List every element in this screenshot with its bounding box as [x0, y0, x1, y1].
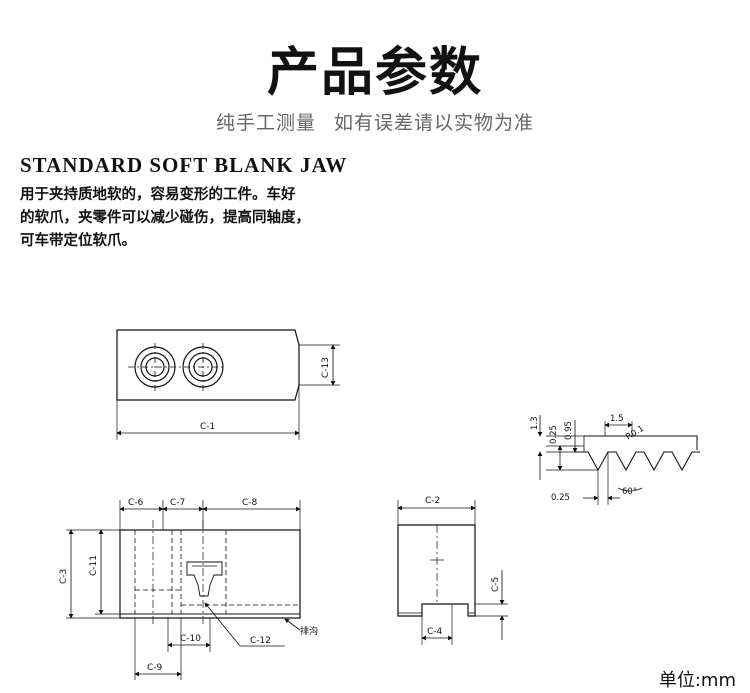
- dim-c11: C-11: [89, 555, 99, 576]
- product-description: 用于夹持质地软的，容易变形的工件。车好 的软爪，夹零件可以减少碰伤，提高同轴度，…: [20, 184, 380, 253]
- subtitle-left: 纯手工测量: [215, 112, 316, 134]
- dim-c6: C-6: [128, 498, 144, 508]
- dim-c2: C-2: [425, 496, 440, 506]
- front-view: [66, 500, 301, 680]
- dim-c7: C-7: [170, 498, 185, 508]
- measurement-note: 纯手工测量如有误差请以实物为准: [0, 108, 750, 135]
- dim-c13: C-13: [321, 357, 331, 378]
- subtitle-right: 如有误差请以实物为准: [334, 112, 535, 134]
- serration-detail: [537, 415, 700, 505]
- serration-0-25-h: 0.25: [551, 493, 570, 503]
- unit-label: 单位:mm: [658, 670, 736, 691]
- description-line: 用于夹持质地软的，容易变形的工件。车好: [20, 187, 296, 203]
- dim-c5: C-5: [491, 577, 501, 592]
- dim-c3: C-3: [59, 569, 69, 584]
- page-title: 产品参数: [266, 43, 483, 103]
- serration-angle: 60°: [622, 487, 637, 497]
- dim-c12: C-12: [250, 636, 271, 646]
- chamfer-note: 排沟: [300, 625, 318, 637]
- description-line: 可车带定位软爪。: [20, 233, 136, 249]
- side-view: [397, 500, 508, 645]
- top-view: [116, 329, 340, 440]
- product-heading: STANDARD SOFT BLANK JAW: [20, 153, 348, 177]
- dim-c9: C-9: [147, 663, 163, 673]
- description-line: 的软爪，夹零件可以减少碰伤，提高同轴度，: [20, 210, 310, 226]
- dim-c1: C-1: [200, 422, 215, 432]
- serration-1-3: 1.3: [530, 416, 540, 430]
- serration-0-95: 0.95: [564, 421, 574, 440]
- serration-0-25-v: 0.25: [549, 425, 559, 444]
- dim-c4: C-4: [427, 627, 443, 637]
- serration-r0-1: R0.1: [624, 424, 646, 443]
- dim-c10: C-10: [180, 634, 201, 644]
- dim-c8: C-8: [242, 498, 258, 508]
- serration-1-5: 1.5: [610, 414, 624, 424]
